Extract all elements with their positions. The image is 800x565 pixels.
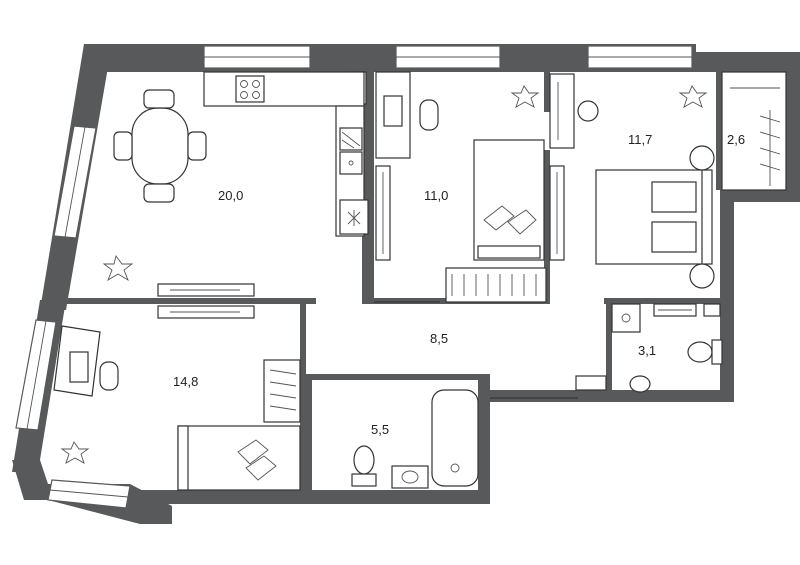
tv-console (157, 283, 255, 319)
area-label-living-kitchen: 20,0 (218, 188, 243, 203)
dining-table (113, 89, 207, 203)
desk-center (375, 71, 439, 159)
wardrobe-center (375, 165, 565, 261)
windows (15, 45, 693, 509)
area-label-bathroom: 5,5 (371, 422, 389, 437)
bathtub (431, 389, 479, 487)
bed-center (473, 139, 545, 261)
area-labels: 20,0 11,0 11,7 2,6 8,5 14,8 5,5 3,1 (173, 132, 745, 437)
wc-fixtures (575, 303, 723, 393)
kitchen-counter (203, 71, 369, 237)
area-label-wc: 3,1 (638, 343, 656, 358)
area-label-hall: 8,5 (430, 331, 448, 346)
plant-icon (102, 254, 134, 282)
area-label-bedroom-left: 14,8 (173, 374, 198, 389)
area-label-bedroom-center: 11,0 (424, 188, 448, 203)
plant-icon (60, 441, 90, 464)
plant-icon (510, 85, 540, 108)
plant-icon (678, 85, 708, 108)
window-bedroom-left (15, 319, 57, 431)
shoe-rack (445, 267, 547, 303)
area-label-wardrobe: 2,6 (727, 132, 745, 147)
desk-left (53, 325, 119, 397)
wardrobe-right (721, 71, 787, 191)
vanity-right (549, 73, 599, 149)
bed-left (177, 425, 301, 491)
bed-right (595, 145, 715, 289)
hall-door-lines (374, 301, 578, 399)
window-bottom-left (47, 479, 131, 509)
area-label-bedroom-right: 11,7 (628, 132, 652, 147)
sink-bath (391, 465, 429, 489)
shoe-rack-left (263, 359, 301, 423)
toilet-bath (351, 445, 377, 487)
